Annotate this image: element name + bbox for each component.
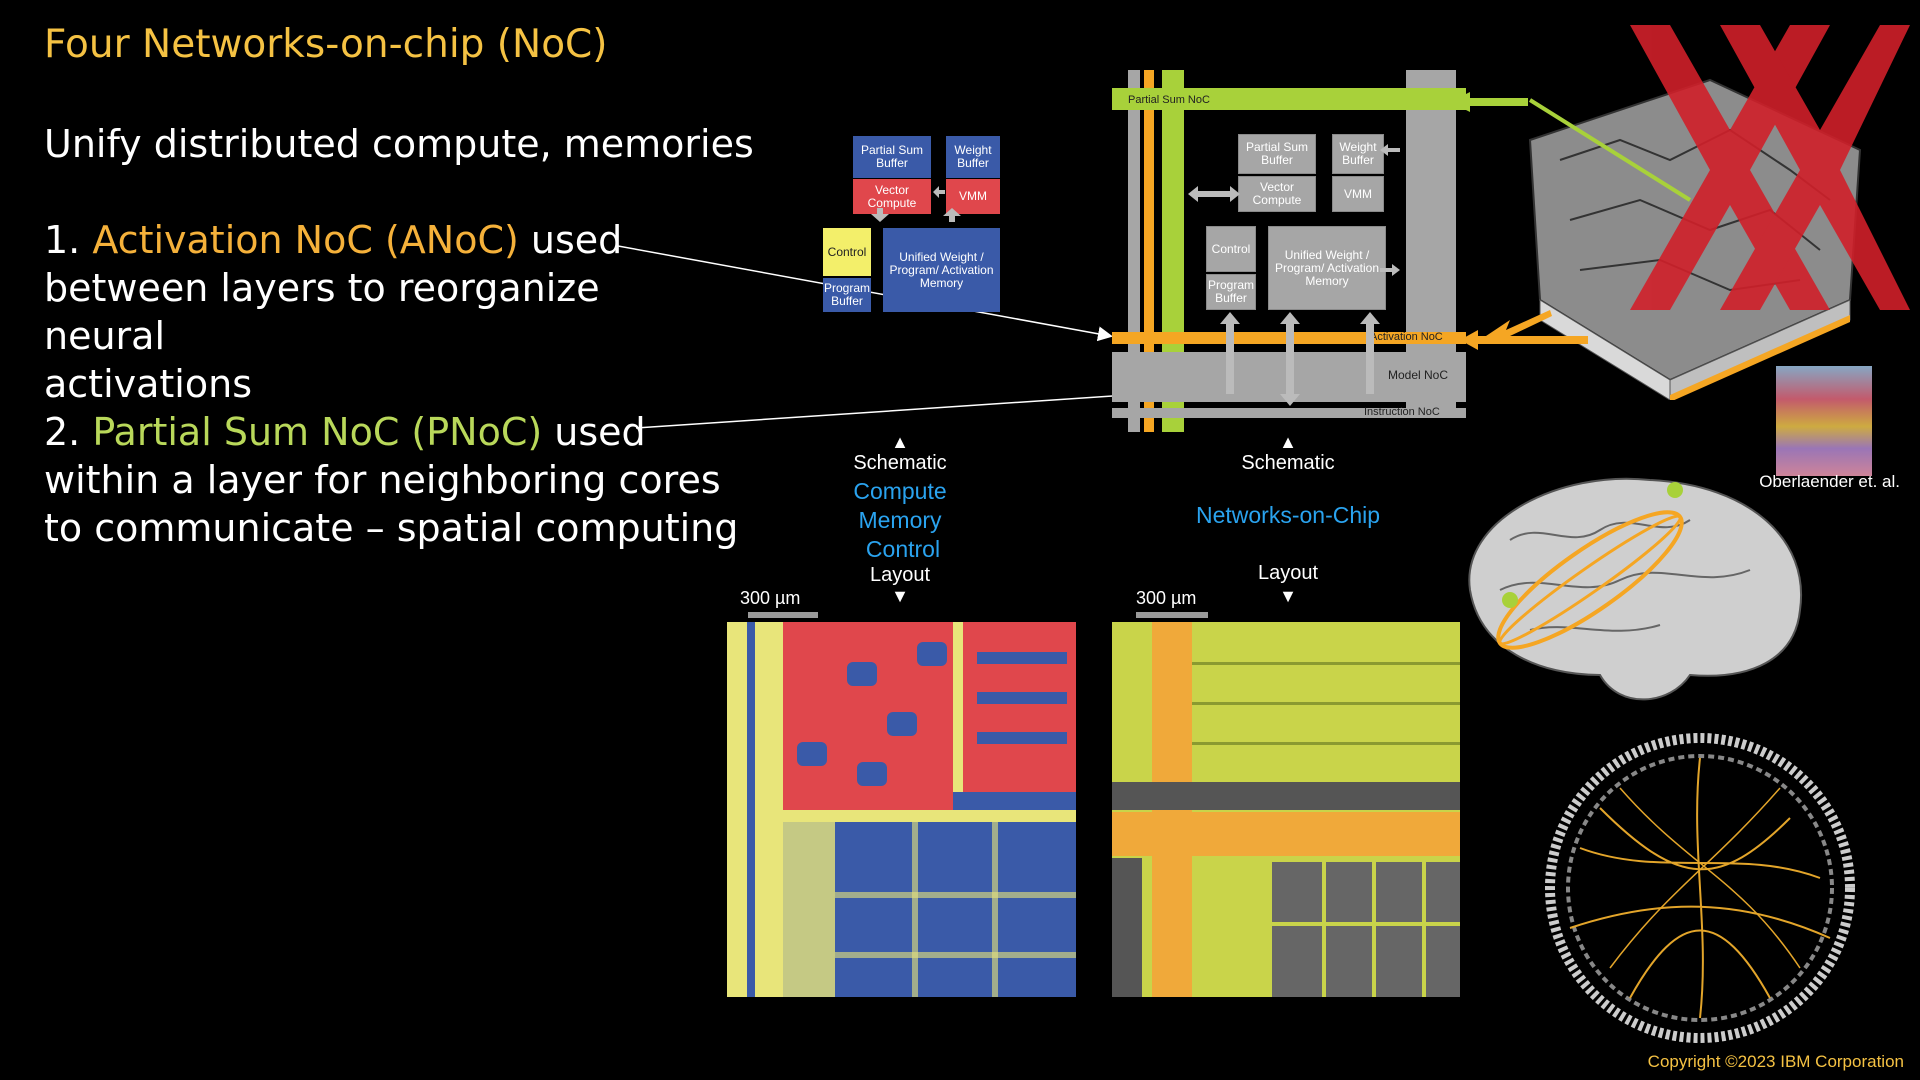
left-vector-compute: Vector Compute <box>853 179 931 214</box>
left-compute-label: Compute <box>853 478 947 504</box>
orange-arrow <box>1460 330 1588 350</box>
item2-line3: to communicate – spatial computing <box>44 506 739 550</box>
right-unified-memory: Unified Weight / Program/ Activation Mem… <box>1268 226 1386 310</box>
right-vector-compute: Vector Compute <box>1238 176 1316 212</box>
item2-number: 2. <box>44 410 93 454</box>
item1-highlight: Activation NoC (ANoC) <box>92 218 519 262</box>
left-control: Control <box>823 228 871 276</box>
activation-noc-label: Activation NoC <box>1370 331 1443 343</box>
item2-line2: within a layer for neighboring cores <box>44 458 721 502</box>
right-scale-label: 300 µm <box>1136 588 1197 608</box>
right-schematic-label: Schematic <box>1241 452 1335 474</box>
left-weight-buffer: Weight Buffer <box>946 136 1000 178</box>
left-program-buffer: Program Buffer <box>823 278 871 312</box>
right-partial-sum-buffer: Partial Sum Buffer <box>1238 134 1316 174</box>
cortex-column-image <box>1776 366 1872 476</box>
item2-rest: used <box>542 410 646 454</box>
partial-sum-noc-label: Partial Sum NoC <box>1128 94 1210 106</box>
green-arrow <box>1450 92 1528 112</box>
left-vmm: VMM <box>946 179 1000 214</box>
right-down-arrow: ▼ <box>1279 586 1297 606</box>
left-up-arrow: ▲ <box>891 432 909 452</box>
instruction-noc-label: Instruction NoC <box>1364 406 1440 418</box>
chip-illustration <box>1480 25 1910 400</box>
partial-sum-pointer-line <box>635 385 1175 429</box>
networks-on-chip-label: Networks-on-Chip <box>1195 502 1381 528</box>
item1-rest: used <box>518 218 623 262</box>
right-control: Control <box>1206 226 1256 272</box>
left-scale-label: 300 µm <box>740 588 801 608</box>
right-program-buffer: Program Buffer <box>1206 274 1256 310</box>
item1-number: 1. <box>44 218 93 262</box>
item1-line2: between layers to reorganize neural <box>44 266 600 358</box>
right-layout-image <box>1112 622 1460 997</box>
item-partial-sum-noc: 2. Partial Sum NoC (PNoC) used within a … <box>44 408 744 552</box>
right-scale-bar <box>1136 612 1208 618</box>
connectome-image <box>1545 733 1855 1043</box>
left-scale-bar <box>748 612 818 618</box>
item2-highlight: Partial Sum NoC (PNoC) <box>92 410 543 454</box>
right-weight-buffer: Weight Buffer <box>1332 134 1384 174</box>
left-schematic-arrows <box>871 186 961 222</box>
left-unified-memory: Unified Weight / Program/ Activation Mem… <box>883 228 1000 312</box>
left-schematic-label: Schematic <box>853 452 947 474</box>
left-control-label: Control <box>865 536 941 562</box>
brain-image <box>1468 477 1803 701</box>
credit-label: Oberlaender et. al. <box>1759 472 1900 491</box>
right-layout-label: Layout <box>1257 562 1319 584</box>
left-layout-image <box>727 622 1076 997</box>
item-activation-noc: 1. Activation NoC (ANoC) used between la… <box>44 216 724 408</box>
copyright: Copyright ©2023 IBM Corporation <box>1647 1052 1904 1071</box>
slide-subtitle: Unify distributed compute, memories <box>44 122 754 166</box>
right-vmm: VMM <box>1332 176 1384 212</box>
model-noc-label: Model NoC <box>1388 368 1449 382</box>
right-schematic-arrows <box>1188 144 1400 406</box>
item1-line3: activations <box>44 362 252 406</box>
left-partial-sum-buffer: Partial Sum Buffer <box>853 136 931 178</box>
right-up-arrow: ▲ <box>1279 432 1297 452</box>
slide-title: Four Networks-on-chip (NoC) <box>44 22 608 67</box>
left-memory-label: Memory <box>858 507 942 533</box>
left-layout-label: Layout <box>869 564 931 586</box>
left-down-arrow: ▼ <box>891 586 909 606</box>
